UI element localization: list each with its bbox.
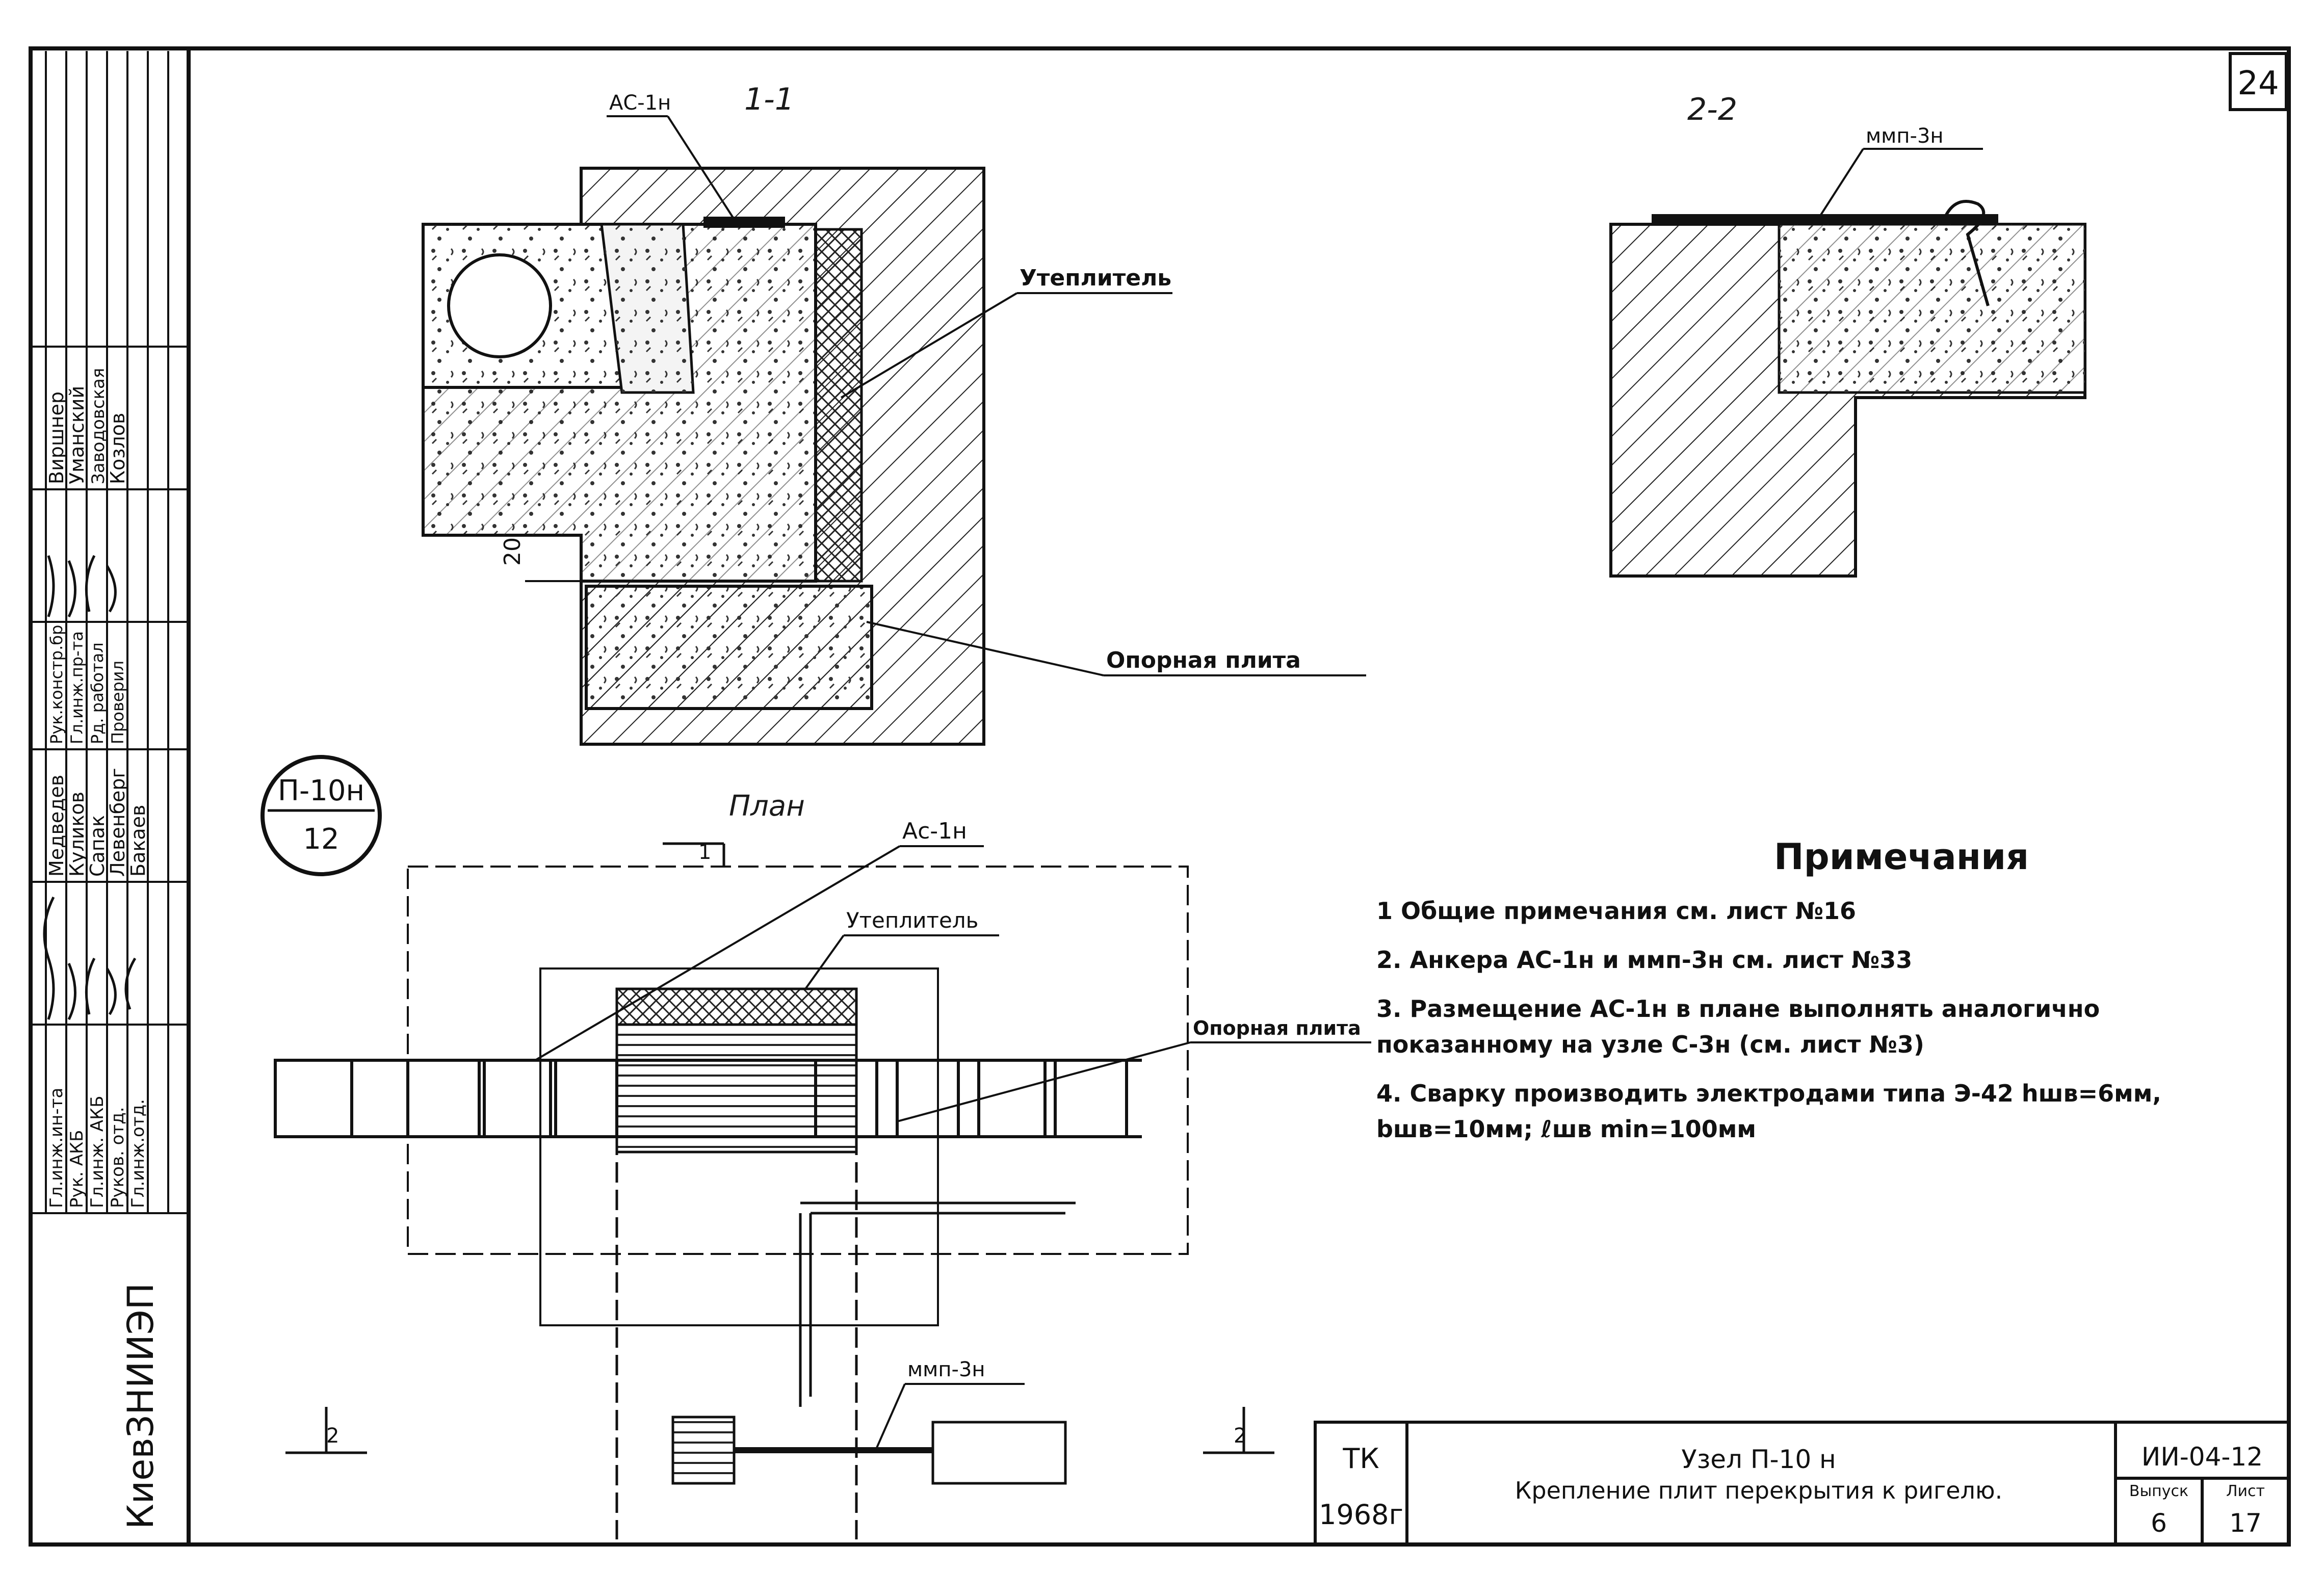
plan-view: План 1 Ас-1н Утеплитель <box>274 790 1371 1539</box>
side-stamp: Гл.инж.ин-та Рук. АКБ Гл.инж. АКБ Руков.… <box>31 51 189 1529</box>
plan-plate-label: Опорная плита <box>1193 1017 1361 1039</box>
title-sheet-label: Лист <box>2226 1482 2265 1500</box>
section-1-title: 1-1 <box>744 82 794 117</box>
sheet-number: 24 <box>2237 65 2279 102</box>
plan-anchor-label: Ас-1н <box>902 818 967 844</box>
stamp-role-5: Гл.инж.отд. <box>128 1099 148 1208</box>
node-badge: П-10н 12 <box>260 755 382 876</box>
stamp-name-6: Виршнер <box>45 391 68 484</box>
stamp-role-2: Рук. АКБ <box>67 1130 87 1209</box>
support-plate <box>585 585 873 710</box>
section-2-title: 2-2 <box>1687 92 1737 127</box>
stamp-signatures-2 <box>47 555 117 618</box>
stamp-name-3: Сапак <box>86 815 109 877</box>
dim-20: 20 <box>500 537 526 566</box>
anchor-plate <box>703 217 785 228</box>
title-issue-value: 6 <box>2151 1508 2167 1538</box>
section-1-1: 1-1 АС-1н 20 Утеплитель Опорная плита <box>422 82 1366 746</box>
plan-outline <box>407 866 1189 1255</box>
plan-column <box>539 967 939 1326</box>
stamp-name-5: Бакаев <box>127 805 149 877</box>
note-item-1: 1 Общие примечания см. лист №16 <box>1376 897 1857 925</box>
stamp-name-2: Куликов <box>66 792 88 877</box>
stamp-name-1: Медведев <box>45 775 68 877</box>
anchor-hook <box>1941 200 1990 306</box>
title-line-1: Узел П-10 н <box>1681 1445 1836 1474</box>
plan-cut-2-left: 2 <box>326 1424 339 1448</box>
notes-title: Примечания <box>1774 836 2029 878</box>
title-org-code: ТК <box>1342 1443 1379 1475</box>
plan-title: План <box>729 790 805 823</box>
stamp-role-7: Гл.инж.пр-та <box>67 631 87 744</box>
sheet-number-box: 24 <box>2229 52 2288 111</box>
stamp-name-4: Левенберг <box>107 768 129 877</box>
stamp-name-7: Уманский <box>66 386 88 484</box>
insulation-strip <box>814 228 863 583</box>
title-line-2: Крепление плит перекрытия к ригелю. <box>1515 1477 2003 1504</box>
section-1-plate-label: Опорная плита <box>1106 647 1301 673</box>
slab-void <box>447 253 552 358</box>
top-plate <box>1652 214 1998 223</box>
stamp-name-8: Заводовская <box>88 368 109 484</box>
title-year: 1968г <box>1319 1499 1403 1531</box>
section-2-anchor-label: ммп-3н <box>1866 124 1944 148</box>
plan-mmp-label: ммп-3н <box>907 1358 985 1381</box>
title-issue-label: Выпуск <box>2129 1482 2188 1500</box>
stamp-role-4: Руков. отд. <box>108 1107 128 1208</box>
stamp-organization: КиевЗНИИЭП <box>120 1283 162 1529</box>
node-badge-bottom: 12 <box>303 823 339 856</box>
plan-insulation-label: Утеплитель <box>846 908 978 933</box>
stamp-role-3: Гл.инж. АКБ <box>87 1095 108 1208</box>
title-block: ТК 1968г Узел П-10 н Крепление плит пере… <box>1314 1421 2290 1546</box>
notes-block: Примечания 1 Общие примечания см. лист №… <box>1376 836 2268 1160</box>
node-badge-top: П-10н <box>278 774 364 807</box>
stamp-role-9: Проверил <box>108 661 127 744</box>
stamp-signatures <box>43 896 137 1020</box>
note-item-4: 4. Сварку производить электродами типа Э… <box>1376 1080 2161 1143</box>
section-1-anchor-label: АС-1н <box>609 91 671 115</box>
note-item-3: 3. Размещение АС-1н в плане выполнять ан… <box>1376 995 2100 1058</box>
sheet-frame <box>29 46 2291 1547</box>
stamp-role-1: Гл.инж.ин-та <box>46 1088 67 1208</box>
section-1-insulation-label: Утеплитель <box>1020 265 1171 291</box>
note-item-2: 2. Анкера АС-1н и ммп-3н см. лист №33 <box>1376 946 1913 974</box>
plan-insulation <box>615 987 858 1026</box>
title-doc-code: ИИ-04-12 <box>2142 1442 2263 1472</box>
title-sheet-value: 17 <box>2229 1508 2262 1538</box>
stamp-role-8: Рд. работал <box>88 642 107 744</box>
section-2-2: 2-2 ммп-3н <box>1609 92 2086 578</box>
stamp-name-9: Козлов <box>107 413 129 484</box>
plan-anchors <box>274 1059 1142 1138</box>
stamp-role-6: Рук.констр.бр <box>47 625 66 744</box>
plan-support-plate <box>615 1023 858 1154</box>
